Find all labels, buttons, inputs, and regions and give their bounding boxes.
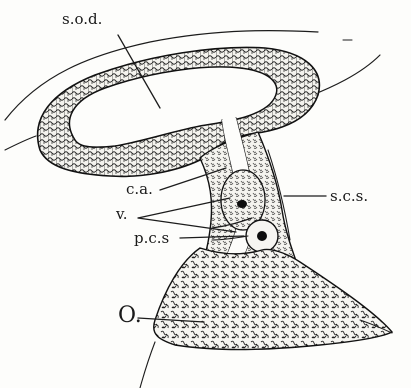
label-v: v. bbox=[115, 205, 127, 223]
label-ca: c.a. bbox=[126, 180, 153, 198]
ca-dot bbox=[237, 200, 247, 208]
lower-mass-o bbox=[140, 248, 392, 388]
pcs-core bbox=[257, 231, 267, 241]
label-pcs: p.c.s bbox=[134, 229, 169, 247]
label-sod: s.o.d. bbox=[62, 10, 102, 28]
label-scs: s.c.s. bbox=[330, 187, 368, 205]
label-o: O. bbox=[118, 303, 142, 328]
sod-cartilage-ring bbox=[38, 47, 320, 176]
